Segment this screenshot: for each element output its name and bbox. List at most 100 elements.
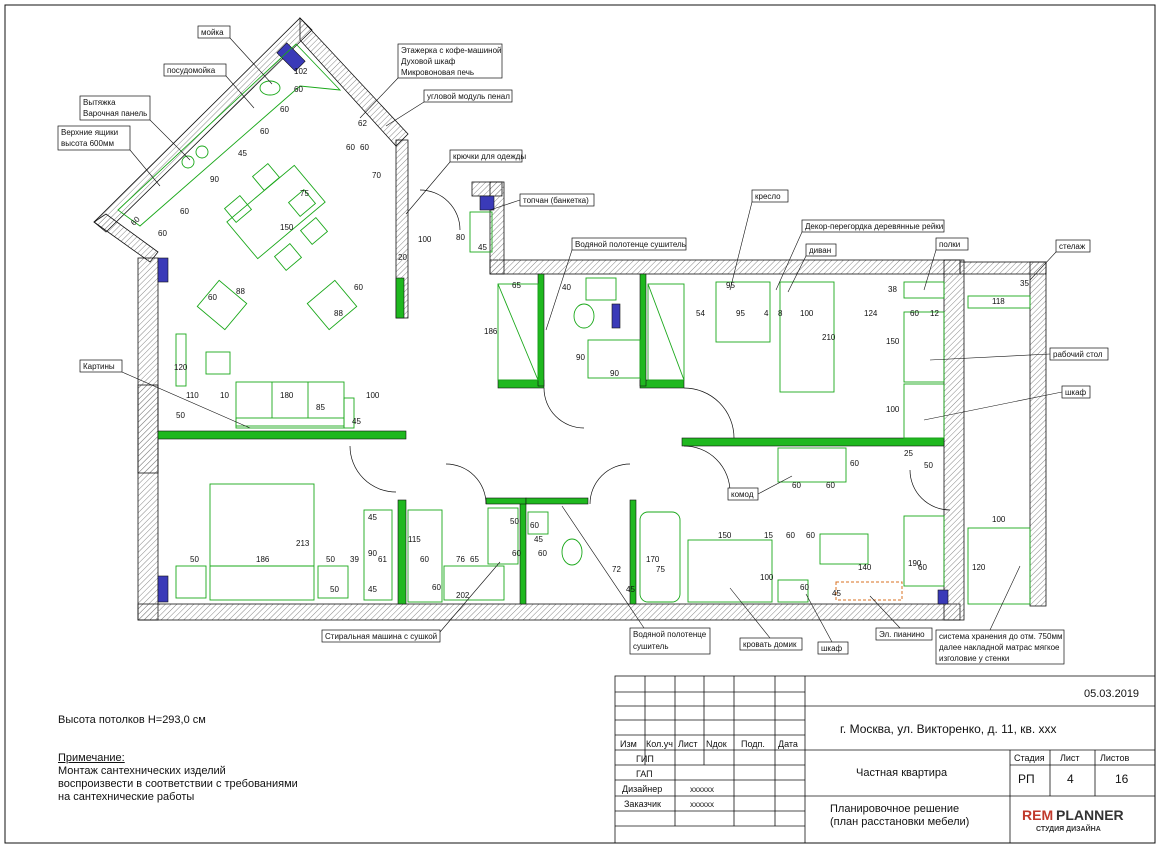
dim-label: 60	[346, 143, 355, 152]
callout-sofa: диван	[809, 246, 831, 255]
dim-label: 100	[800, 309, 814, 318]
dim-label: 15	[764, 531, 773, 540]
dim-label: 186	[256, 555, 270, 564]
window-living-left	[157, 257, 169, 283]
callout-wardrobe-2: шкаф	[821, 644, 843, 653]
callout-box-wardrobe2	[817, 641, 849, 655]
dim-label: 95	[726, 281, 735, 290]
dim-label: 213	[296, 539, 310, 548]
dim-label: 60	[538, 549, 547, 558]
tb-col-podp: Подп.	[741, 739, 765, 749]
dim-label: 60	[800, 583, 809, 592]
tb-drawing-1: Планировочное решение	[830, 803, 959, 815]
tb-col-list: Лист	[678, 739, 698, 749]
closet-top	[485, 497, 527, 505]
dim-label: 118	[992, 297, 1005, 306]
dim-label: 60	[260, 127, 269, 136]
tb-sheets-label: Листов	[1100, 753, 1129, 763]
tb-col-data: Дата	[778, 739, 798, 749]
callout-sink: мойка	[201, 28, 224, 37]
dim-label: 124	[864, 309, 878, 318]
kids-desk	[819, 533, 869, 565]
dim-label: 60	[786, 531, 795, 540]
dim-label: 186	[484, 327, 498, 336]
callout-box-hooks	[449, 149, 523, 163]
washer-dryer	[487, 507, 519, 565]
wc-toilet	[561, 538, 583, 566]
callout-towel-2b: сушитель	[633, 642, 668, 651]
dim-label: 100	[366, 391, 380, 400]
dim-label: 60	[158, 229, 167, 238]
dim-label: 50	[326, 555, 335, 564]
dim-label: 120	[972, 563, 986, 572]
callout-box-sink	[197, 25, 231, 39]
dim-label: 12	[930, 309, 939, 318]
logo-sub: СТУДИЯ ДИЗАЙНА	[1036, 824, 1101, 833]
living-shelf	[343, 397, 355, 429]
closet-partition	[397, 499, 407, 605]
dim-label: 60	[910, 309, 919, 318]
kids-storage	[903, 515, 945, 587]
callout-corner: угловой модуль пенал	[427, 92, 510, 101]
dim-label: 60	[280, 105, 289, 114]
dim-label: 72	[612, 565, 621, 574]
bedroom-nightstand	[175, 565, 207, 599]
dim-label: 90	[610, 369, 619, 378]
door-bath	[543, 387, 585, 429]
dim-label: 150	[280, 223, 294, 232]
hall-wall-green	[395, 277, 405, 319]
dim-label: 4	[764, 309, 769, 318]
bath-vertical-left	[537, 273, 545, 387]
callout-towel-2a: Водяной полотенце	[633, 630, 707, 639]
dim-label: 115	[408, 535, 421, 544]
dim-label: 45	[626, 585, 635, 594]
dim-label: 38	[888, 285, 897, 294]
sheet-frame	[4, 4, 1156, 844]
dim-label: 60	[360, 143, 369, 152]
living-side-table	[205, 351, 231, 375]
dim-label: 45	[352, 417, 361, 426]
callout-rack: стелаж	[1059, 242, 1086, 251]
dim-label: 8	[778, 309, 783, 318]
window-bath-top	[611, 303, 621, 329]
closet-storage	[407, 509, 443, 603]
dining-table	[226, 164, 326, 260]
dim-label: 88	[334, 309, 343, 318]
dim-label: 100	[992, 515, 1006, 524]
dim-label: 60	[432, 583, 441, 592]
dim-label: 80	[456, 233, 465, 242]
dim-label: 60	[420, 555, 429, 564]
dim-label: 75	[656, 565, 665, 574]
bath-partition-left	[497, 379, 545, 389]
window-bedroom-right	[937, 589, 949, 605]
callout-storage-2: далее накладной матрас мягкое	[939, 643, 1060, 652]
tb-sheets: 16	[1115, 772, 1129, 786]
tb-designer-name: хххххх	[690, 785, 714, 794]
dim-label: 95	[736, 309, 745, 318]
doors	[349, 189, 951, 511]
note-line: Монтаж сантехнических изделий	[58, 765, 226, 777]
callout-shelf-unit-3: Микровоновая печь	[401, 68, 474, 77]
callout-box-dishwasher	[163, 63, 227, 77]
dim-label: 60	[918, 563, 927, 572]
dim-label: 60	[530, 521, 539, 530]
piano	[835, 581, 903, 601]
dim-label: 150	[718, 531, 732, 540]
callout-wardrobe-1: шкаф	[1065, 388, 1087, 397]
bath-wardrobe-left	[497, 283, 539, 381]
bathtub	[639, 511, 681, 603]
callout-box-shelves	[935, 237, 969, 251]
callout-box-washer	[321, 629, 441, 643]
dim-label: 180	[280, 391, 294, 400]
bottom-outer-wall	[137, 603, 961, 621]
dining-chair	[273, 243, 303, 271]
bath-toilet	[573, 303, 595, 329]
dining-chair	[299, 217, 329, 245]
living-cabinet	[175, 333, 187, 387]
note-line: воспроизвести в соответствии с требовани…	[58, 778, 298, 790]
dim-label: 75	[300, 189, 309, 198]
callout-upper-2: высота 600мм	[61, 139, 114, 148]
tb-date: 05.03.2019	[1084, 688, 1139, 700]
new-partitions	[157, 273, 945, 605]
right-outer-wall	[943, 259, 965, 621]
